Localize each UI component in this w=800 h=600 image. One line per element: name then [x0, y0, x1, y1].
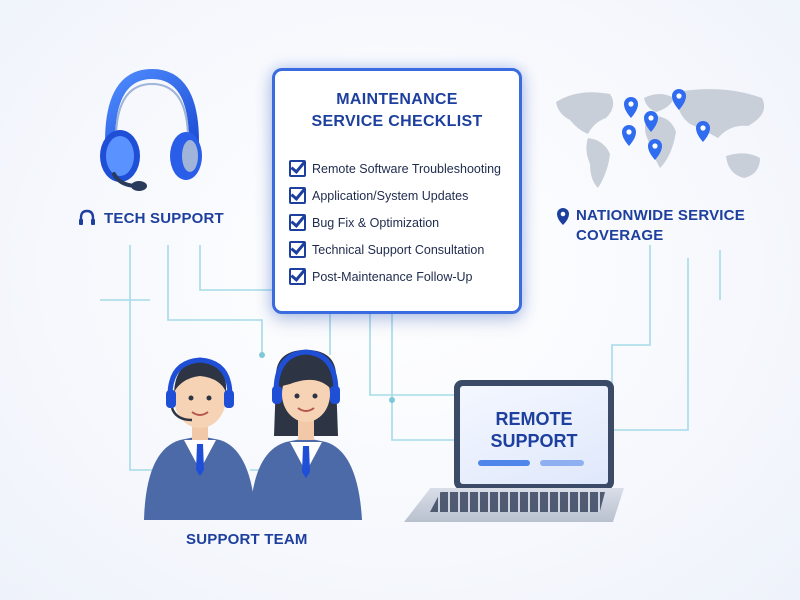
support-agents-illustration	[144, 349, 362, 520]
tech-support-text: TECH SUPPORT	[104, 209, 224, 227]
checklist-item: Bug Fix & Optimization	[289, 209, 521, 236]
remote-support-line2: SUPPORT	[490, 431, 578, 451]
progress-bar-left	[478, 460, 530, 466]
agent-male	[144, 357, 256, 520]
map-pin-icon	[672, 89, 686, 110]
location-pin-icon	[557, 208, 569, 225]
laptop-display: REMOTE SUPPORT	[460, 386, 608, 484]
coverage-line2: COVERAGE	[576, 227, 664, 244]
map-pin-icon	[622, 125, 636, 146]
world-map-icon	[556, 89, 765, 188]
map-pin-icon	[648, 139, 662, 160]
coverage-line1: NATIONWIDE SERVICE	[576, 207, 745, 224]
map-pin-icon	[624, 97, 638, 118]
checkbox-checked-icon	[289, 214, 306, 231]
checklist-item-label: Bug Fix & Optimization	[312, 215, 440, 230]
checklist-item-label: Remote Software Troubleshooting	[312, 161, 501, 176]
agent-female	[250, 349, 362, 520]
map-pin-icon	[644, 111, 658, 132]
support-team-label: SUPPORT TEAM	[186, 531, 308, 548]
checklist-item-label: Post-Maintenance Follow-Up	[312, 269, 473, 284]
map-pin-icon	[696, 121, 710, 142]
checklist-items: Remote Software Troubleshooting Applicat…	[289, 155, 521, 290]
checklist-item: Application/System Updates	[289, 182, 521, 209]
checklist-item: Technical Support Consultation	[289, 236, 521, 263]
nationwide-coverage-label: NATIONWIDE SERVICE COVERAGE	[556, 206, 786, 246]
remote-support-title: REMOTE SUPPORT	[460, 408, 608, 452]
checklist-item: Remote Software Troubleshooting	[289, 155, 521, 182]
tech-support-label: TECH SUPPORT	[78, 209, 224, 227]
checklist-title-line2: SERVICE CHECKLIST	[311, 113, 483, 130]
checkbox-checked-icon	[289, 187, 306, 204]
checklist-card: MAINTENANCE SERVICE CHECKLIST Remote Sof…	[272, 68, 522, 314]
checklist-item-label: Application/System Updates	[312, 188, 469, 203]
checklist-item-label: Technical Support Consultation	[312, 242, 485, 257]
laptop-keyboard	[430, 492, 605, 512]
checkbox-checked-icon	[289, 160, 306, 177]
checklist-title-line1: MAINTENANCE	[336, 91, 458, 108]
checklist-item: Post-Maintenance Follow-Up	[289, 263, 521, 290]
laptop-screen: REMOTE SUPPORT	[454, 380, 614, 490]
progress-bar-right	[540, 460, 584, 466]
checkbox-checked-icon	[289, 241, 306, 258]
checkbox-checked-icon	[289, 268, 306, 285]
remote-support-line1: REMOTE	[495, 409, 573, 429]
headset-icon	[100, 68, 202, 191]
checklist-title: MAINTENANCE SERVICE CHECKLIST	[275, 89, 519, 133]
headset-small-icon	[79, 209, 95, 225]
